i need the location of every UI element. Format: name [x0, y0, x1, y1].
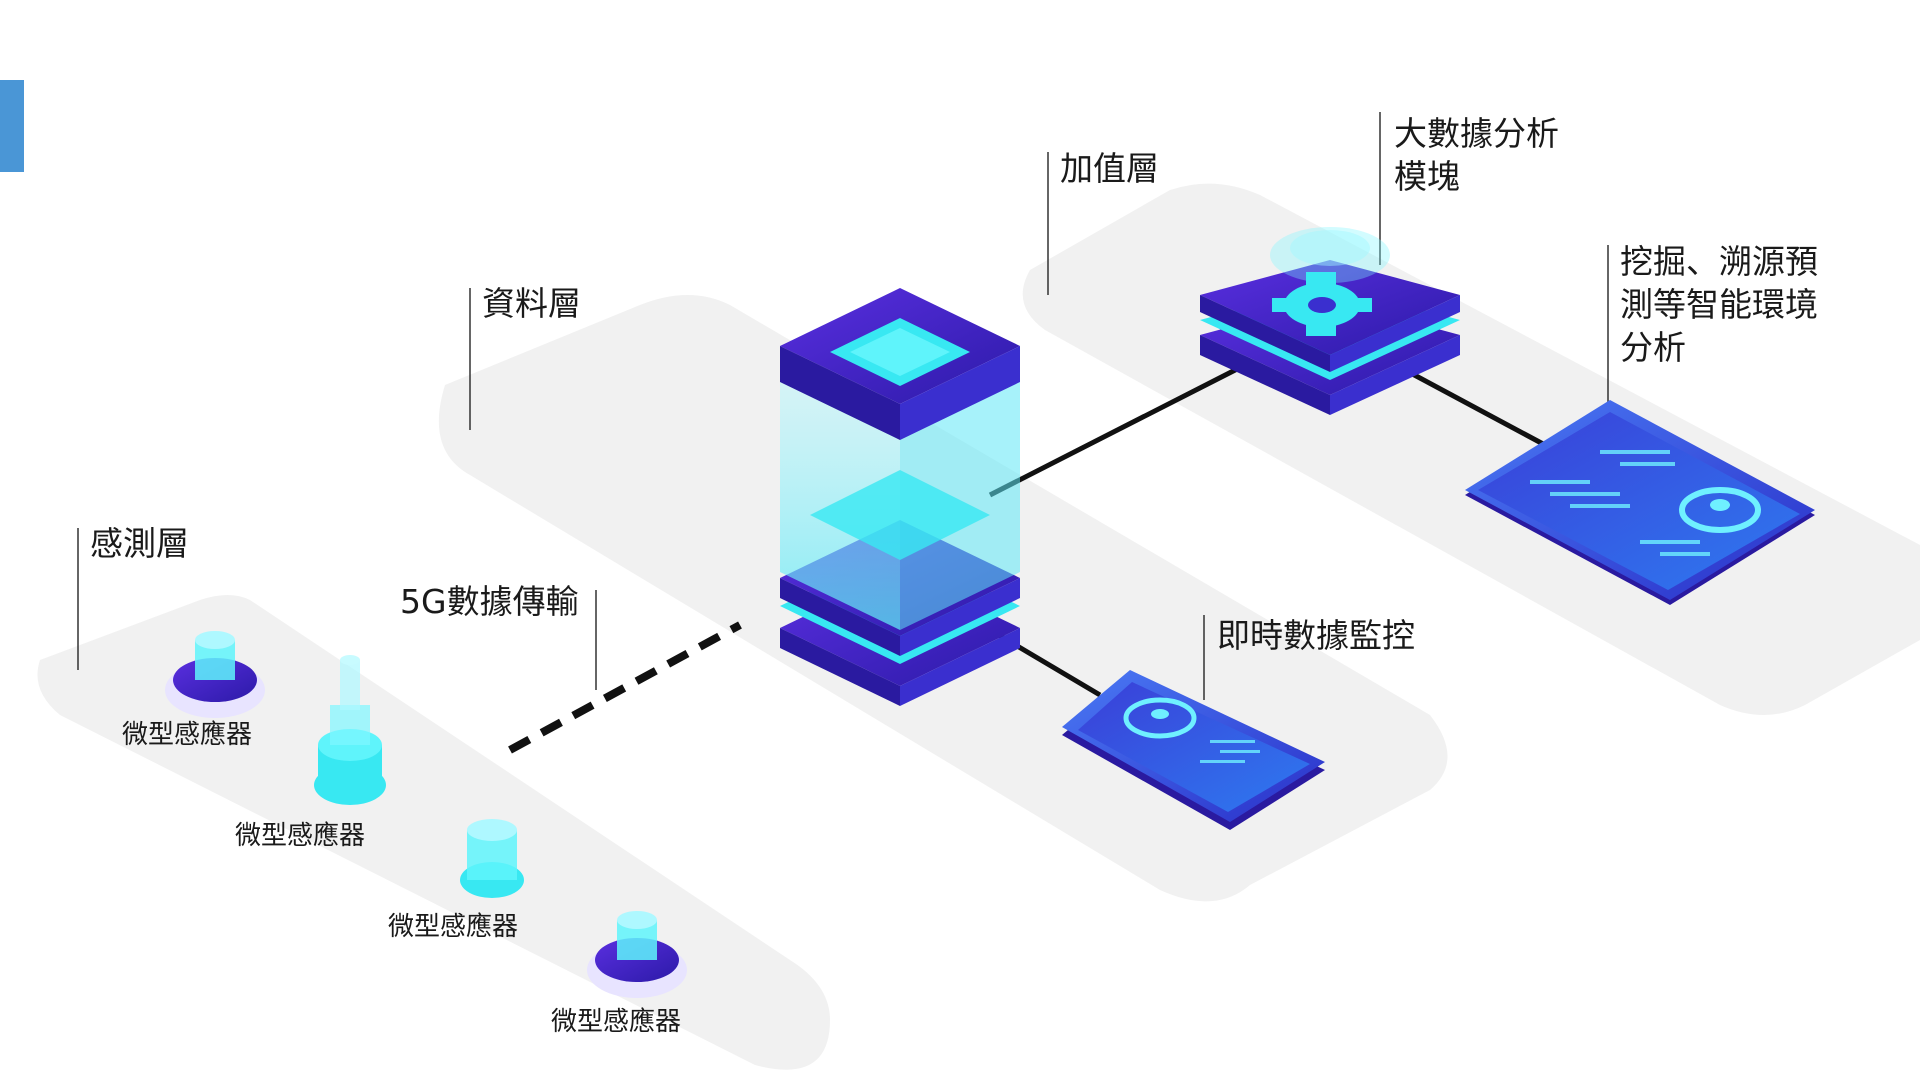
connection-lines: [508, 362, 1547, 754]
sensor-icon: [165, 631, 265, 718]
sensing-platform: [37, 595, 830, 1070]
sensor-icon: [587, 911, 687, 998]
sensor-icon: [314, 655, 386, 805]
sensor-icon: [460, 819, 524, 898]
sensor-label: 微型感應器: [122, 720, 253, 750]
line-bigdata-to-tablet: [1403, 367, 1547, 448]
big-data-module-label: 大數據分析 模塊: [1394, 114, 1559, 196]
sensor-label: 微型感應器: [235, 821, 366, 851]
phone-icon: [1062, 670, 1325, 830]
line-5g-transmission: [508, 621, 742, 754]
transmission-label: 5G數據傳輸: [400, 582, 579, 621]
big-data-module: [1200, 227, 1460, 415]
tablet-icon: [1465, 400, 1815, 605]
gear-icon: [1272, 272, 1372, 336]
value-added-layer-label: 加值層: [1060, 149, 1159, 188]
sensor-label: 微型感應器: [551, 1007, 682, 1037]
sensing-layer-label: 感測層: [90, 524, 189, 563]
accent-bar: [0, 80, 24, 172]
line-server-to-bigdata: [988, 362, 1247, 498]
realtime-monitoring-label: 即時數據監控: [1217, 616, 1415, 655]
server-icon: [780, 288, 1020, 706]
sensor-label: 微型感應器: [388, 912, 519, 942]
mining-analysis-label: 挖掘、溯源預 測等智能環境 分析: [1620, 242, 1818, 367]
data-layer-label: 資料層: [482, 284, 581, 323]
leader-lines: [77, 112, 1609, 700]
